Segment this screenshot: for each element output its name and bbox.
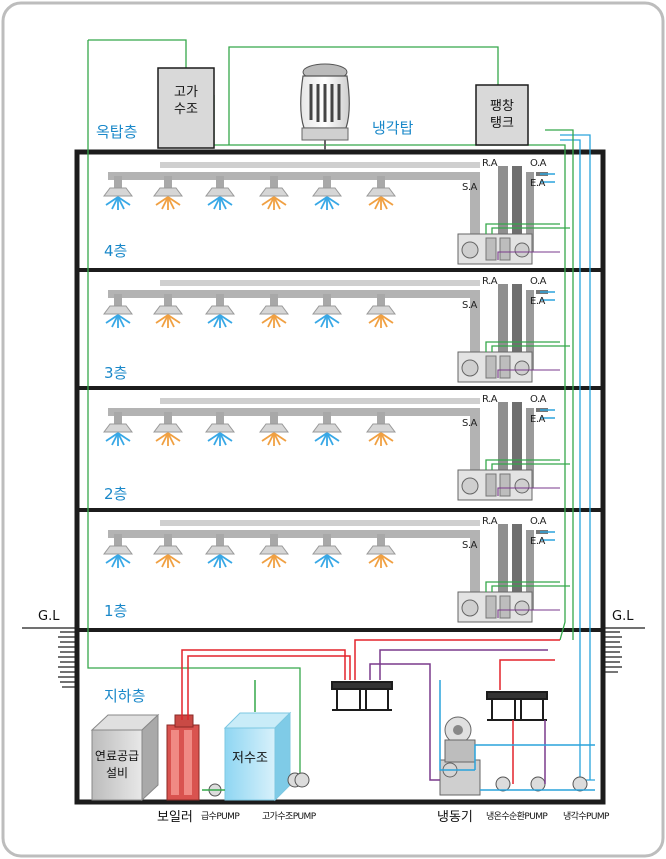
chiller-unit bbox=[439, 716, 481, 796]
elevated-tank-box bbox=[157, 67, 215, 149]
cooling-tower-label: 냉각탑 bbox=[372, 119, 414, 137]
ahu-ra-label: R.A bbox=[482, 276, 498, 287]
elevated-tank-label: 고가 수조 bbox=[160, 84, 212, 118]
ahu-oa-label: O.A bbox=[530, 516, 547, 527]
ground-right bbox=[603, 627, 645, 673]
ahu-ea-label: E.A bbox=[530, 414, 545, 425]
expansion-tank-box bbox=[475, 84, 529, 146]
diffuser bbox=[207, 196, 233, 210]
feed-pump-label: 급수PUMP bbox=[201, 812, 240, 822]
ahu-ra-label: R.A bbox=[482, 394, 498, 405]
diffuser bbox=[261, 554, 287, 568]
ahu-oa-label: O.A bbox=[530, 394, 547, 405]
ahu-sa-label: S.A bbox=[462, 540, 477, 551]
fuel-supply-unit bbox=[90, 713, 160, 802]
diffuser bbox=[368, 314, 394, 328]
storage-tank-label: 저수조 bbox=[232, 751, 268, 766]
tank-pump-label: 고가수조PUMP bbox=[262, 812, 316, 822]
diffuser bbox=[207, 314, 233, 328]
ahu-sa-label: S.A bbox=[462, 418, 477, 429]
floor-2-label: 2층 bbox=[104, 485, 128, 503]
diffuser bbox=[155, 554, 181, 568]
storage-tank-unit bbox=[223, 711, 292, 802]
floor-3-system bbox=[103, 280, 570, 383]
fuel-supply-text: 연료공급 설비 bbox=[94, 749, 140, 780]
diffuser bbox=[155, 314, 181, 328]
ahu-oa-label: O.A bbox=[530, 276, 547, 287]
diffuser bbox=[261, 432, 287, 446]
diffuser bbox=[261, 314, 287, 328]
floor-slabs bbox=[77, 268, 603, 632]
basement-label: 지하층 bbox=[104, 687, 146, 705]
elevated-tank-text: 고가 수조 bbox=[174, 85, 198, 117]
ground-level-right: G.L bbox=[612, 609, 634, 624]
floor-1-system bbox=[103, 520, 570, 623]
building-frame bbox=[74, 149, 606, 805]
diffuser bbox=[155, 432, 181, 446]
diffuser bbox=[314, 554, 340, 568]
diffuser bbox=[368, 554, 394, 568]
boiler-label: 보일러 bbox=[157, 810, 193, 825]
diffuser bbox=[368, 432, 394, 446]
ahu-sa-label: S.A bbox=[462, 182, 477, 193]
diffuser bbox=[314, 314, 340, 328]
basement-piping bbox=[181, 639, 595, 791]
diffuser bbox=[314, 432, 340, 446]
ahu-sa-label: S.A bbox=[462, 300, 477, 311]
diffuser bbox=[105, 554, 131, 568]
diffuser bbox=[368, 196, 394, 210]
diffuser bbox=[314, 196, 340, 210]
ahu-ea-label: E.A bbox=[530, 178, 545, 189]
ground-left bbox=[22, 627, 77, 688]
diffuser bbox=[105, 432, 131, 446]
expansion-tank-label: 팽창 탱크 bbox=[477, 98, 527, 132]
fuel-supply-label: 연료공급 설비 bbox=[92, 748, 142, 782]
roof-label: 옥탑층 bbox=[96, 123, 138, 141]
expansion-tank-text: 팽창 탱크 bbox=[490, 99, 514, 131]
diffuser bbox=[261, 196, 287, 210]
floor-1-label: 1층 bbox=[104, 602, 128, 620]
chiller-label: 냉동기 bbox=[437, 810, 473, 825]
ahu-ra-label: R.A bbox=[482, 158, 498, 169]
diffuser bbox=[105, 314, 131, 328]
floor-4-label: 4층 bbox=[104, 242, 128, 260]
diffuser bbox=[155, 196, 181, 210]
floor-4-system bbox=[103, 162, 570, 265]
headers bbox=[331, 681, 548, 721]
diffuser bbox=[105, 196, 131, 210]
floor-2-system bbox=[103, 398, 570, 501]
boiler-unit bbox=[166, 714, 200, 801]
diffuser bbox=[207, 554, 233, 568]
cw-pump-label: 냉각수PUMP bbox=[563, 812, 609, 822]
floor-3-label: 3층 bbox=[104, 364, 128, 382]
chw-pump-label: 냉온수순환PUMP bbox=[486, 812, 548, 822]
ahu-ea-label: E.A bbox=[530, 296, 545, 307]
ahu-ra-label: R.A bbox=[482, 516, 498, 527]
ahu-ea-label: E.A bbox=[530, 536, 545, 547]
floor-systems bbox=[103, 162, 570, 623]
cooling-tower bbox=[300, 63, 350, 150]
ahu-oa-label: O.A bbox=[530, 158, 547, 169]
ground-level-left: G.L bbox=[38, 609, 60, 624]
diffuser bbox=[207, 432, 233, 446]
